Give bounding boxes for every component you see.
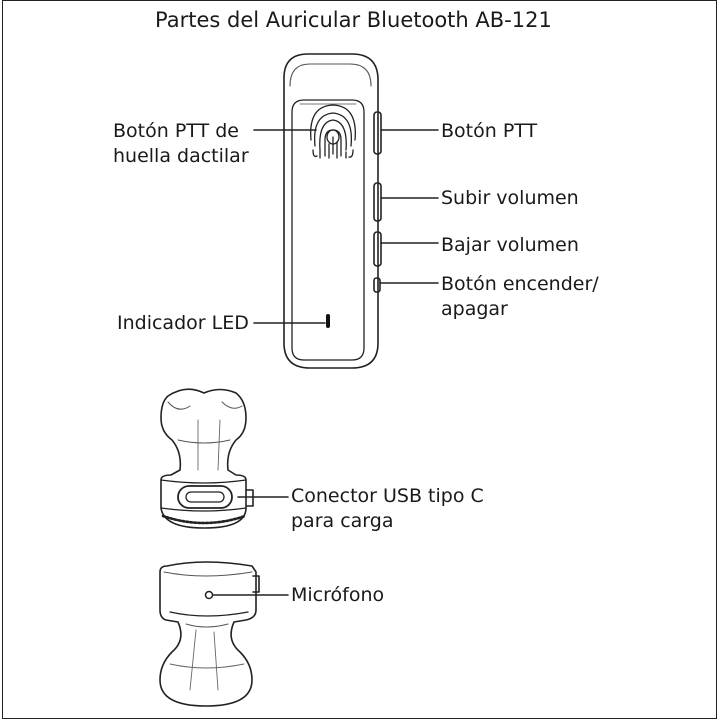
led-indicator-mark	[326, 314, 330, 328]
label-volume-down: Bajar volumen	[441, 234, 579, 256]
label-led-indicator: Indicador LED	[117, 312, 249, 334]
volume-up-button	[373, 182, 382, 222]
label-fingerprint-ptt-line1: Botón PTT de	[113, 120, 239, 142]
label-fingerprint-ptt-line2: huella dactilar	[113, 145, 249, 167]
ptt-side-button	[373, 111, 382, 155]
usb-c-port	[177, 485, 233, 509]
label-power-line2: apagar	[441, 298, 508, 320]
fingerprint-icon	[310, 104, 356, 159]
volume-down-button	[373, 231, 382, 267]
label-volume-up: Subir volumen	[441, 187, 579, 209]
label-microphone: Micrófono	[291, 584, 385, 606]
label-usb-line1: Conector USB tipo C	[291, 485, 484, 507]
diagram-title: Partes del Auricular Bluetooth AB-121	[155, 8, 552, 32]
earbud-bottom-view	[159, 561, 289, 707]
label-power-line1: Botón encender/	[441, 273, 599, 295]
headset-body	[283, 53, 382, 369]
label-usb-line2: para carga	[291, 510, 394, 532]
label-ptt-button: Botón PTT	[441, 120, 538, 142]
microphone-hole	[204, 590, 214, 600]
power-button	[373, 277, 381, 293]
earbud-top-view	[160, 388, 289, 529]
leader-lines-body	[253, 129, 439, 324]
